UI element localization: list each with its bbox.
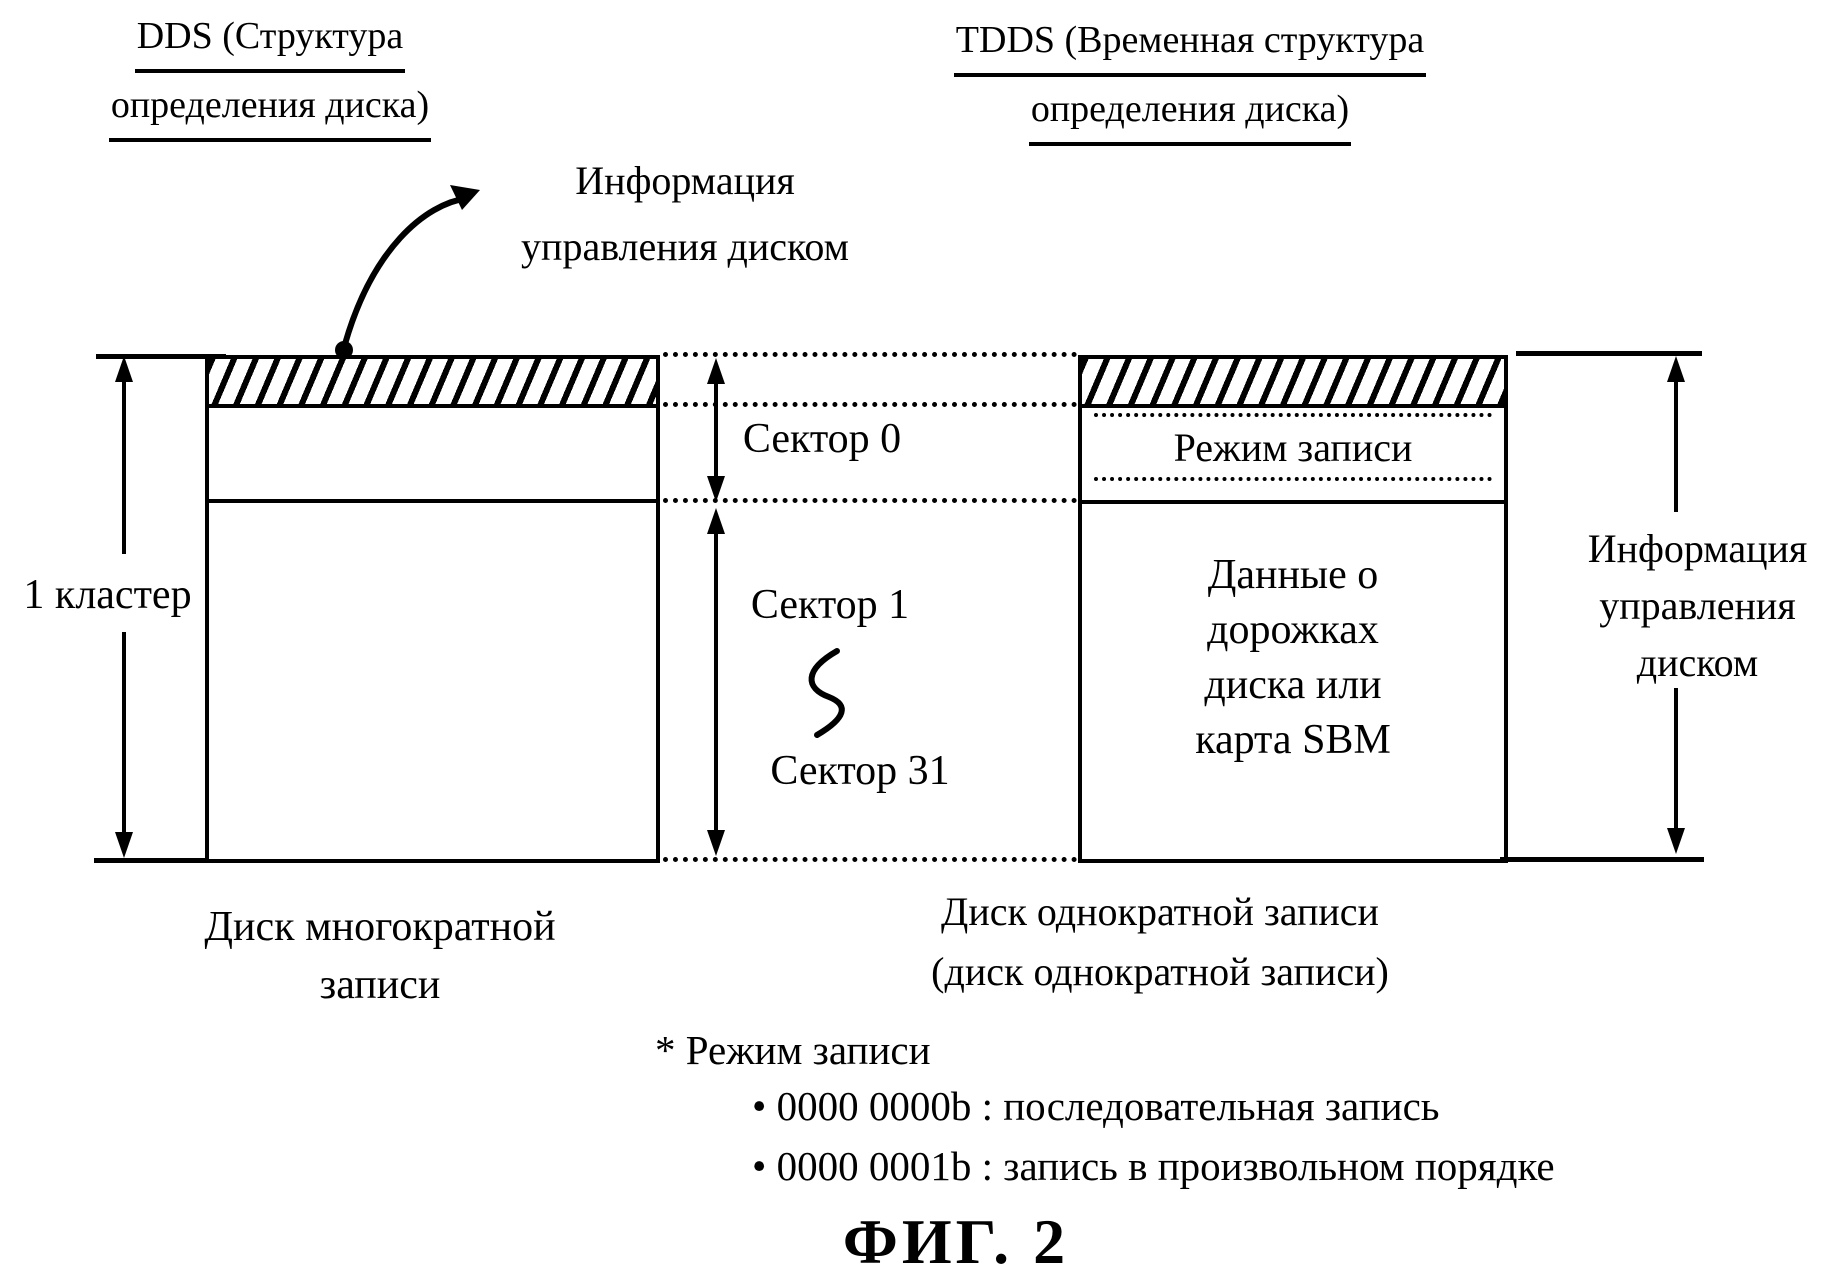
cluster-tick-bottom [94,858,226,863]
cluster-arrow-down-icon [115,832,133,858]
sector31-label: Сектор 31 [770,748,950,794]
right-arrow-down-icon [1667,828,1685,854]
track-data-line1: Данные о [1207,552,1379,598]
rewritable-disc-caption: Диск многократной записи [170,898,590,1014]
tdds-header: TDDS (Временная структура определения ди… [860,8,1520,146]
tdds-header-line1: TDDS (Временная структура [953,8,1427,77]
disc-mgmt-top-label: Информация управления диском [495,148,875,280]
sectors-arrow-down-icon [707,830,725,856]
dds-sector0-region [209,408,656,503]
write-once-disc-caption-line2: (диск однократной записи) [931,949,1389,994]
tdds-header-line2: определения диска) [1028,77,1352,146]
dds-header-line1: DDS (Структура [134,4,406,73]
dotted-line-hatch-bottom [663,402,1077,407]
cluster-measure-line-top [122,378,126,554]
sector0-arrow-down-icon [707,476,725,502]
right-measure-line-top [1674,380,1678,512]
figure-caption: ФИГ. 2 [842,1206,1070,1277]
footnote-item-2: • 0000 0001b : запись в произвольном пор… [752,1143,1555,1189]
sector0-arrow-up-icon [707,358,725,384]
sector0-label: Сектор 0 [742,416,902,462]
footnote-title: * Режим записи [655,1027,931,1073]
write-once-disc-caption: Диск однократной записи (диск однократно… [840,882,1480,1002]
track-data-line3: диска или [1204,662,1382,708]
right-tick-bottom [1500,857,1704,862]
sector-squiggle-icon [808,648,845,738]
sectors-measure-line [714,532,718,832]
dds-header-line2: определения диска) [108,73,432,142]
cluster-tick-top [96,354,226,359]
write-mode-label: Режим записи [1094,413,1492,481]
track-data-region: Данные о дорожках диска или карта SBM [1082,504,1504,768]
dds-box [205,355,660,863]
right-measure-line-bottom [1674,688,1678,830]
sector0-measure-line [714,382,718,478]
write-mode-region: Режим записи [1082,413,1504,504]
cluster-arrow-up-icon [115,356,133,382]
tdds-box: Режим записи Данные о дорожках диска или… [1078,355,1508,863]
disc-mgmt-right-line3: диском [1636,640,1759,685]
dds-disc-mgmt-hatch [209,359,656,408]
disc-mgmt-top-line1: Информация [575,158,795,203]
dotted-line-sector0-bottom [663,498,1077,503]
disc-mgmt-right-line2: управления [1599,583,1796,628]
track-data-line4: карта SBM [1195,717,1391,763]
write-once-disc-caption-line1: Диск однократной записи [941,889,1379,934]
footnote-item-1: • 0000 0000b : последовательная запись [752,1083,1440,1129]
dotted-line-bottom [663,857,1077,862]
disc-mgmt-right-label: Информация управления диском [1555,520,1840,691]
disc-mgmt-top-line2: управления диском [521,224,849,269]
right-arrow-up-icon [1667,356,1685,382]
cluster-measure-line-bottom [122,632,126,832]
rewritable-disc-caption-line1: Диск многократной [204,904,556,950]
leader-curve-tip [450,185,480,210]
sectors-arrow-up-icon [707,508,725,534]
dotted-line-top [663,352,1077,357]
right-tick-top [1516,351,1702,356]
sector1-label: Сектор 1 [750,582,910,628]
track-data-line2: дорожках [1207,607,1379,653]
dds-header: DDS (Структура определения диска) [70,4,470,142]
tdds-disc-mgmt-hatch [1082,359,1504,408]
disc-mgmt-right-line1: Информация [1587,526,1808,571]
rewritable-disc-caption-line2: записи [319,962,441,1008]
cluster-label: 1 кластер [23,572,192,618]
leader-curve-arrow [342,195,469,345]
